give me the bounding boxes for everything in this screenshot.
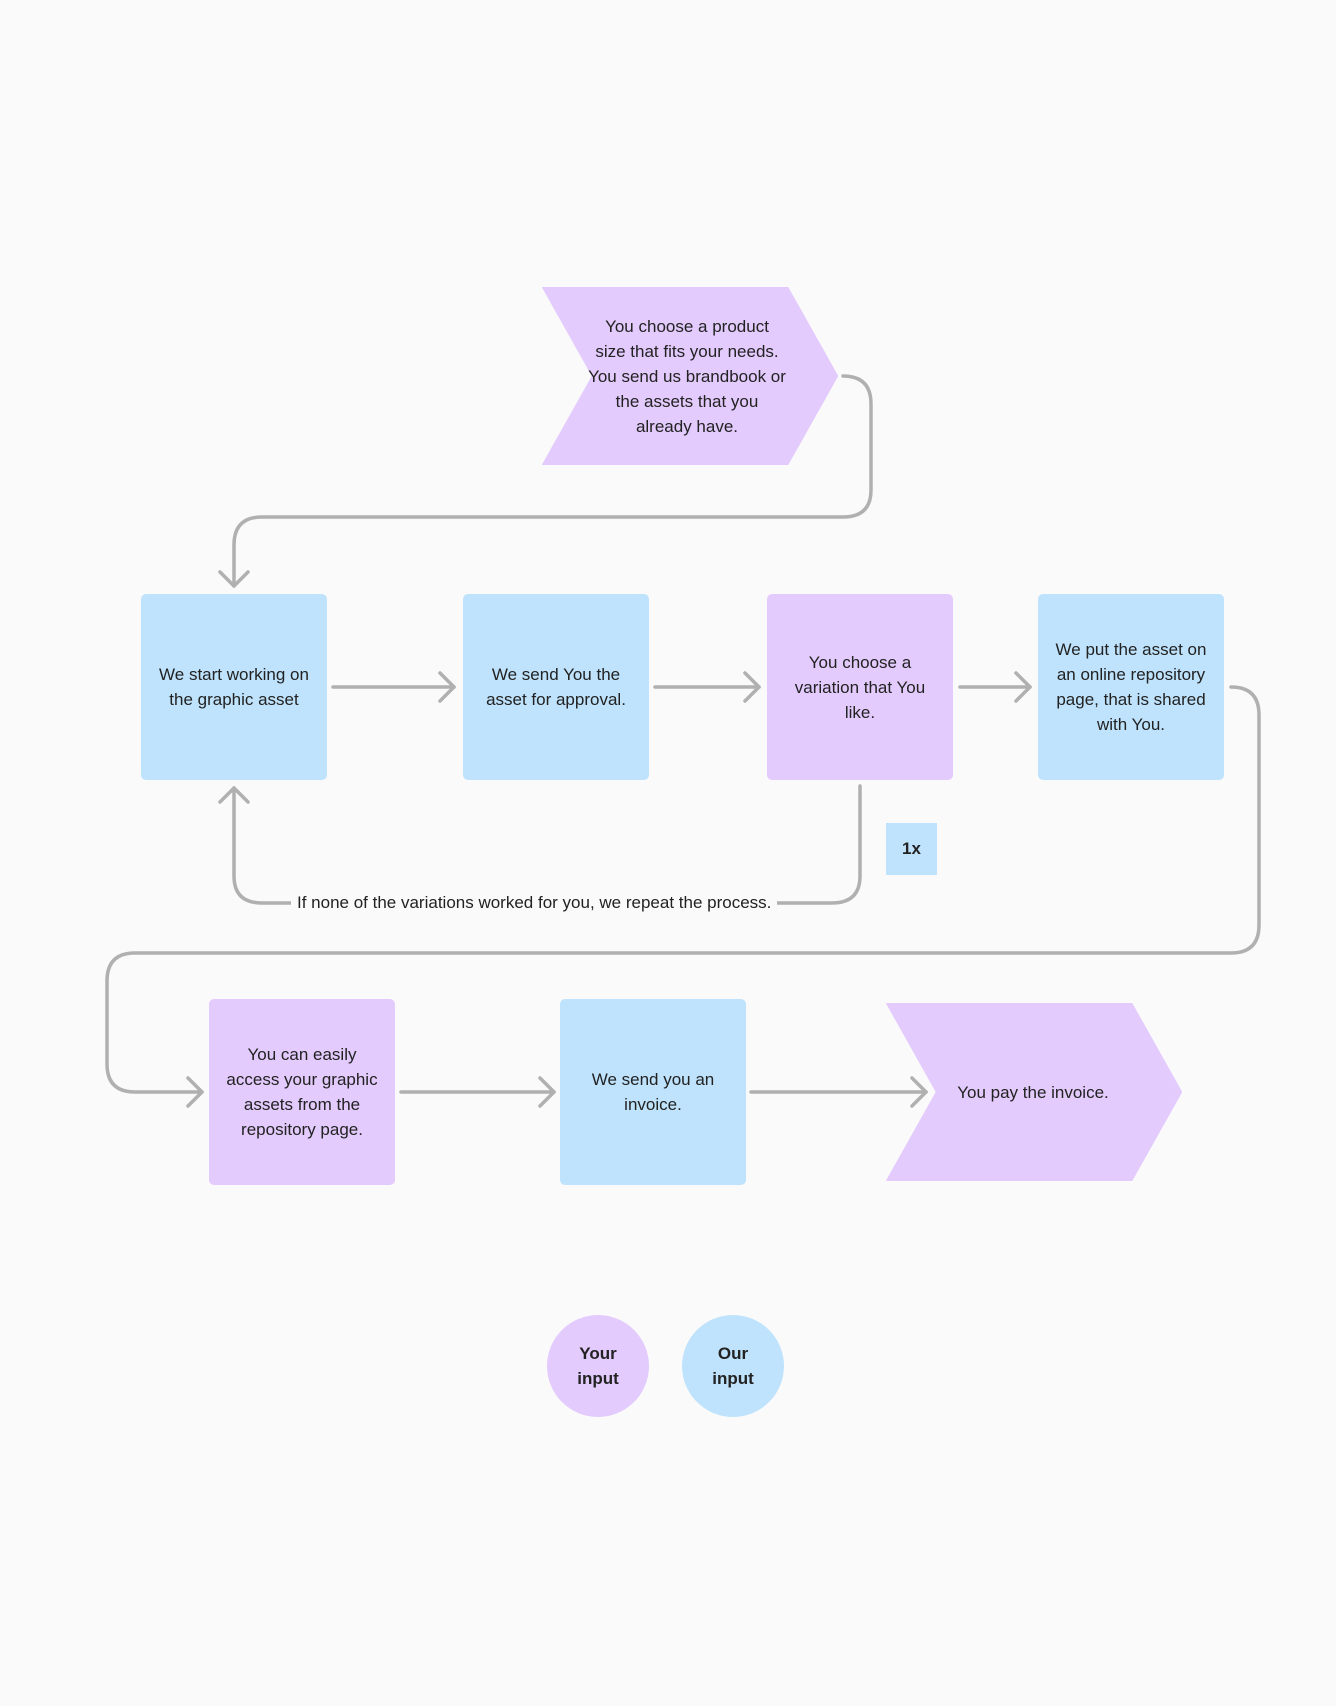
step-pay-text: You pay the invoice.	[957, 1082, 1109, 1102]
step-choose-text: You choose a variation that You like.	[794, 652, 926, 722]
arrowhead-invoice	[538, 1076, 556, 1108]
step-work-text: We start working on the graphic asset	[159, 665, 309, 709]
connector-repository-to-access	[105, 685, 1261, 1094]
step-invoice-box: We send you an invoice.	[560, 999, 746, 1185]
legend-our-input: Our input	[682, 1315, 784, 1417]
step-access-text: You can easily access your graphic asset…	[226, 1045, 378, 1139]
step-repository-text: We put the asset on an online repository…	[1055, 640, 1207, 734]
loop-note: If none of the variations worked for you…	[291, 890, 778, 915]
legend-your-input-label: Your input	[577, 1344, 619, 1388]
arrowhead-pay	[910, 1076, 928, 1108]
chevron-shape	[542, 287, 838, 465]
connector-start-to-work	[232, 374, 873, 588]
arrowhead-access	[186, 1076, 204, 1108]
step-work-box: We start working on the graphic asset	[141, 594, 327, 780]
legend-our-input-label: Our input	[712, 1344, 754, 1388]
step-repository-box: We put the asset on an online repository…	[1038, 594, 1224, 780]
step-choose-box: You choose a variation that You like.	[767, 594, 953, 780]
arrowhead-approval	[438, 671, 456, 703]
step-invoice-text: We send you an invoice.	[591, 1070, 715, 1114]
connector-loop-back	[232, 784, 862, 905]
step-start-chevron: You choose a product size that fits your…	[540, 287, 838, 465]
arrowhead-down-work	[218, 570, 250, 588]
badge-1x: 1x	[886, 823, 937, 875]
step-start-text: You choose a product size that fits your…	[588, 316, 786, 436]
step-approval-box: We send You the asset for approval.	[463, 594, 649, 780]
step-access-box: You can easily access your graphic asset…	[209, 999, 395, 1185]
step-approval-text: We send You the asset for approval.	[486, 665, 626, 709]
arrowhead-choose	[743, 671, 761, 703]
arrowhead-repository	[1014, 671, 1032, 703]
legend-your-input: Your input	[547, 1315, 649, 1417]
chevron-shape	[886, 1003, 1182, 1181]
step-pay-chevron: You pay the invoice.	[886, 1003, 1182, 1181]
arrowhead-up-work	[218, 786, 250, 804]
